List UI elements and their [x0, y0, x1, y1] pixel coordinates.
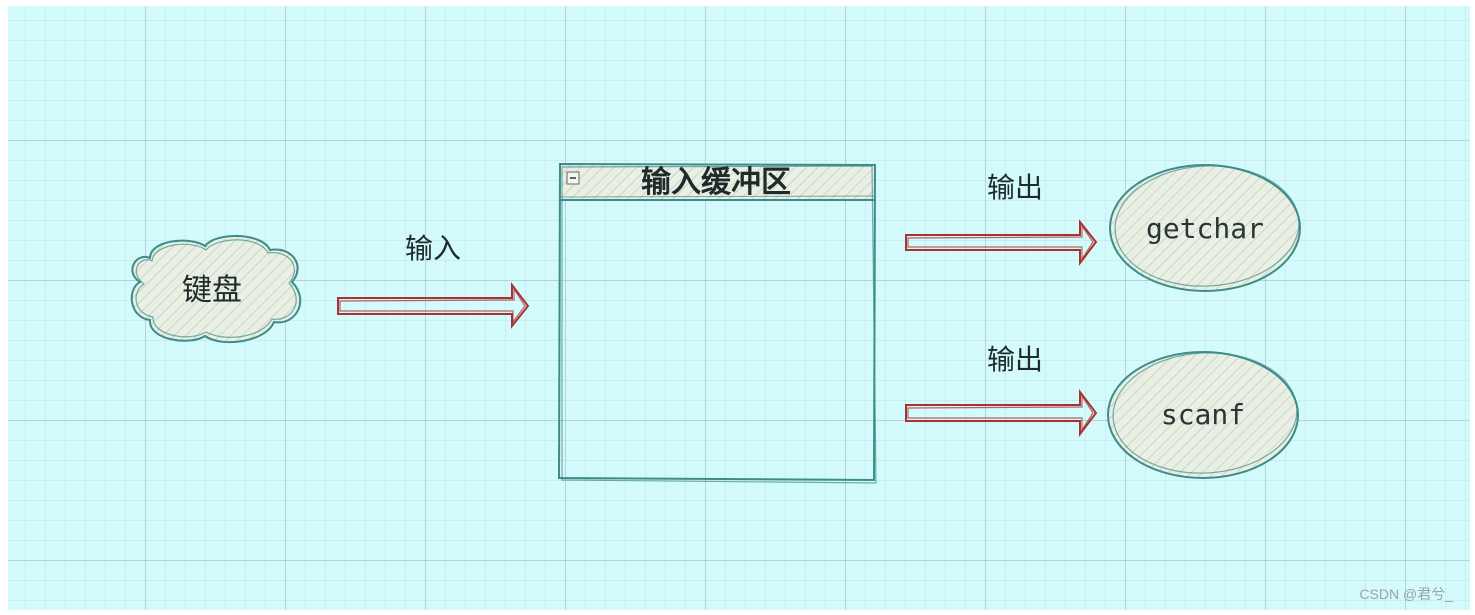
collapse-icon[interactable]: [566, 171, 580, 185]
grid-background: [8, 6, 1470, 610]
input-arrow: 输入: [337, 232, 530, 329]
scanf-label: scanf: [1161, 398, 1245, 431]
buffer-box: 输入缓冲区: [557, 162, 877, 484]
watermark: CSDN @君兮_: [1359, 586, 1453, 602]
input-label: 输入: [405, 232, 461, 265]
getchar-node: getchar: [1109, 164, 1301, 292]
getchar-label: getchar: [1146, 212, 1264, 245]
output-label-top: 输出: [987, 171, 1043, 204]
output-arrow-bottom: 输出: [905, 343, 1098, 437]
scanf-node: scanf: [1107, 351, 1299, 479]
buffer-title: 输入缓冲区: [641, 165, 791, 200]
keyboard-cloud: 键盘: [130, 235, 302, 344]
output-label-bottom: 输出: [987, 343, 1043, 376]
output-arrow-top: 输出: [905, 171, 1098, 266]
keyboard-label: 键盘: [182, 273, 242, 308]
